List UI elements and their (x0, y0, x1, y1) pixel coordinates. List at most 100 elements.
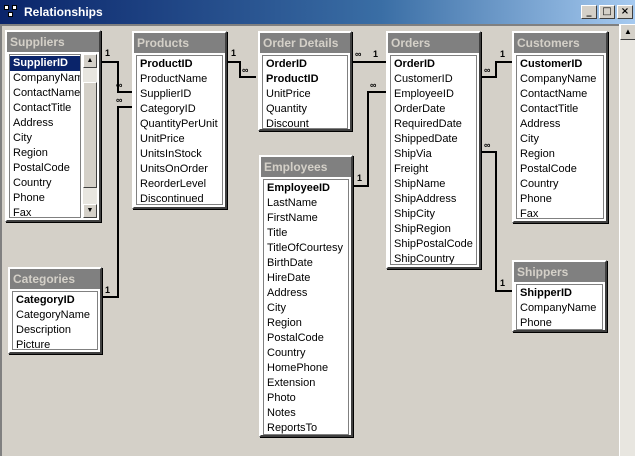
field-address[interactable]: Address (267, 287, 308, 299)
field-region[interactable]: Region (267, 317, 302, 329)
field-shippeddate[interactable]: ShippedDate (394, 133, 458, 145)
minimize-button[interactable]: _ (581, 5, 597, 19)
field-discount[interactable]: Discount (266, 118, 309, 129)
field-companyname[interactable]: CompanyName (520, 302, 597, 314)
field-customerid[interactable]: CustomerID (520, 58, 583, 70)
field-country[interactable]: Country (267, 347, 306, 359)
field-unitprice[interactable]: UnitPrice (140, 133, 185, 145)
field-lastname[interactable]: LastName (267, 197, 318, 209)
field-postalcode[interactable]: PostalCode (13, 162, 70, 174)
field-companyname[interactable]: CompanyName (13, 72, 80, 84)
field-categoryid[interactable]: CategoryID (16, 294, 75, 306)
field-picture[interactable]: Picture (16, 339, 51, 350)
field-shipcountry[interactable]: ShipCountry (394, 253, 455, 265)
field-shipname[interactable]: ShipName (394, 178, 446, 190)
field-shipaddress[interactable]: ShipAddress (394, 193, 457, 205)
field-city[interactable]: City (13, 132, 32, 144)
field-customerid[interactable]: CustomerID (394, 73, 453, 85)
field-reorderlevel[interactable]: ReorderLevel (140, 178, 207, 190)
field-contacttitle[interactable]: ContactTitle (520, 103, 579, 115)
table-suppliers[interactable]: Suppliers SupplierIDCompanyNameContactNa… (5, 30, 101, 222)
field-shipregion[interactable]: ShipRegion (394, 223, 451, 235)
field-contacttitle[interactable]: ContactTitle (13, 102, 72, 114)
field-postalcode[interactable]: PostalCode (520, 163, 577, 175)
table-title[interactable]: Orders (388, 33, 479, 53)
field-freight[interactable]: Freight (394, 163, 429, 175)
field-quantity[interactable]: Quantity (266, 103, 307, 115)
close-button[interactable]: × (617, 5, 633, 19)
field-productid[interactable]: ProductID (140, 58, 193, 70)
field-address[interactable]: Address (520, 118, 561, 130)
field-phone[interactable]: Phone (520, 193, 552, 205)
field-shipcity[interactable]: ShipCity (394, 208, 435, 220)
field-country[interactable]: Country (520, 178, 559, 190)
field-unitsinstock[interactable]: UnitsInStock (140, 148, 202, 160)
maximize-button[interactable]: □ (599, 5, 615, 19)
scroll-thumb[interactable] (83, 82, 97, 188)
table-title[interactable]: Customers (514, 33, 606, 53)
field-region[interactable]: Region (13, 147, 48, 159)
field-homephone[interactable]: HomePhone (267, 362, 329, 374)
field-title[interactable]: Title (267, 227, 288, 239)
table-title[interactable]: Suppliers (7, 32, 99, 52)
field-shipperid[interactable]: ShipperID (520, 287, 572, 299)
field-birthdate[interactable]: BirthDate (267, 257, 313, 269)
field-categoryid[interactable]: CategoryID (140, 103, 196, 115)
scroll-up-icon[interactable]: ▲ (620, 24, 635, 40)
field-employeeid[interactable]: EmployeeID (267, 182, 330, 194)
field-orderdate[interactable]: OrderDate (394, 103, 446, 115)
scroll-up-icon[interactable]: ▲ (83, 54, 97, 68)
field-supplierid[interactable]: SupplierID (140, 88, 192, 100)
field-address[interactable]: Address (13, 117, 54, 129)
field-productname[interactable]: ProductName (140, 73, 208, 85)
field-shippostalcode[interactable]: ShipPostalCode (394, 238, 473, 250)
field-description[interactable]: Description (16, 324, 72, 336)
field-phone[interactable]: Phone (520, 317, 552, 329)
field-city[interactable]: City (267, 302, 286, 314)
field-postalcode[interactable]: PostalCode (267, 332, 324, 344)
field-companyname[interactable]: CompanyName (520, 73, 597, 85)
table-title[interactable]: Employees (261, 157, 351, 177)
field-titleofcourtesy[interactable]: TitleOfCourtesy (267, 242, 344, 254)
field-firstname[interactable]: FirstName (267, 212, 318, 224)
field-contactname[interactable]: ContactName (520, 88, 588, 100)
field-orderid[interactable]: OrderID (394, 58, 435, 70)
field-shipvia[interactable]: ShipVia (394, 148, 432, 160)
field-city[interactable]: City (520, 133, 539, 145)
field-extension[interactable]: Extension (267, 377, 316, 389)
table-title[interactable]: Order Details (260, 33, 350, 53)
window-scrollbar[interactable]: ▲ (619, 24, 635, 456)
field-notes[interactable]: Notes (267, 407, 296, 419)
table-orders[interactable]: Orders OrderID CustomerID EmployeeID OrderD… (386, 31, 481, 269)
field-phone[interactable]: Phone (13, 192, 45, 204)
field-reportsto[interactable]: ReportsTo (267, 422, 318, 434)
scroll-down-icon[interactable]: ▼ (83, 204, 97, 218)
table-scrollbar[interactable]: ▲ ▼ (83, 54, 97, 218)
field-unitsonorder[interactable]: UnitsOnOrder (140, 163, 208, 175)
field-fax[interactable]: Fax (13, 207, 32, 218)
field-productid[interactable]: ProductID (266, 73, 319, 85)
field-country[interactable]: Country (13, 177, 52, 189)
field-unitprice[interactable]: UnitPrice (266, 88, 311, 100)
field-fax[interactable]: Fax (520, 208, 539, 219)
field-orderid[interactable]: OrderID (266, 58, 307, 70)
field-employeeid[interactable]: EmployeeID (394, 88, 454, 100)
field-supplierid[interactable]: SupplierID (10, 56, 80, 71)
field-contactname[interactable]: ContactName (13, 87, 81, 99)
table-title[interactable]: Shippers (514, 262, 605, 282)
field-quantityperunit[interactable]: QuantityPerUnit (140, 118, 218, 130)
field-region[interactable]: Region (520, 148, 555, 160)
field-hiredate[interactable]: HireDate (267, 272, 311, 284)
field-photo[interactable]: Photo (267, 392, 296, 404)
field-requireddate[interactable]: RequiredDate (394, 118, 462, 130)
field-categoryname[interactable]: CategoryName (16, 309, 90, 321)
table-title[interactable]: Products (134, 33, 225, 53)
table-title[interactable]: Categories (10, 269, 100, 289)
field-discontinued[interactable]: Discontinued (140, 193, 204, 205)
